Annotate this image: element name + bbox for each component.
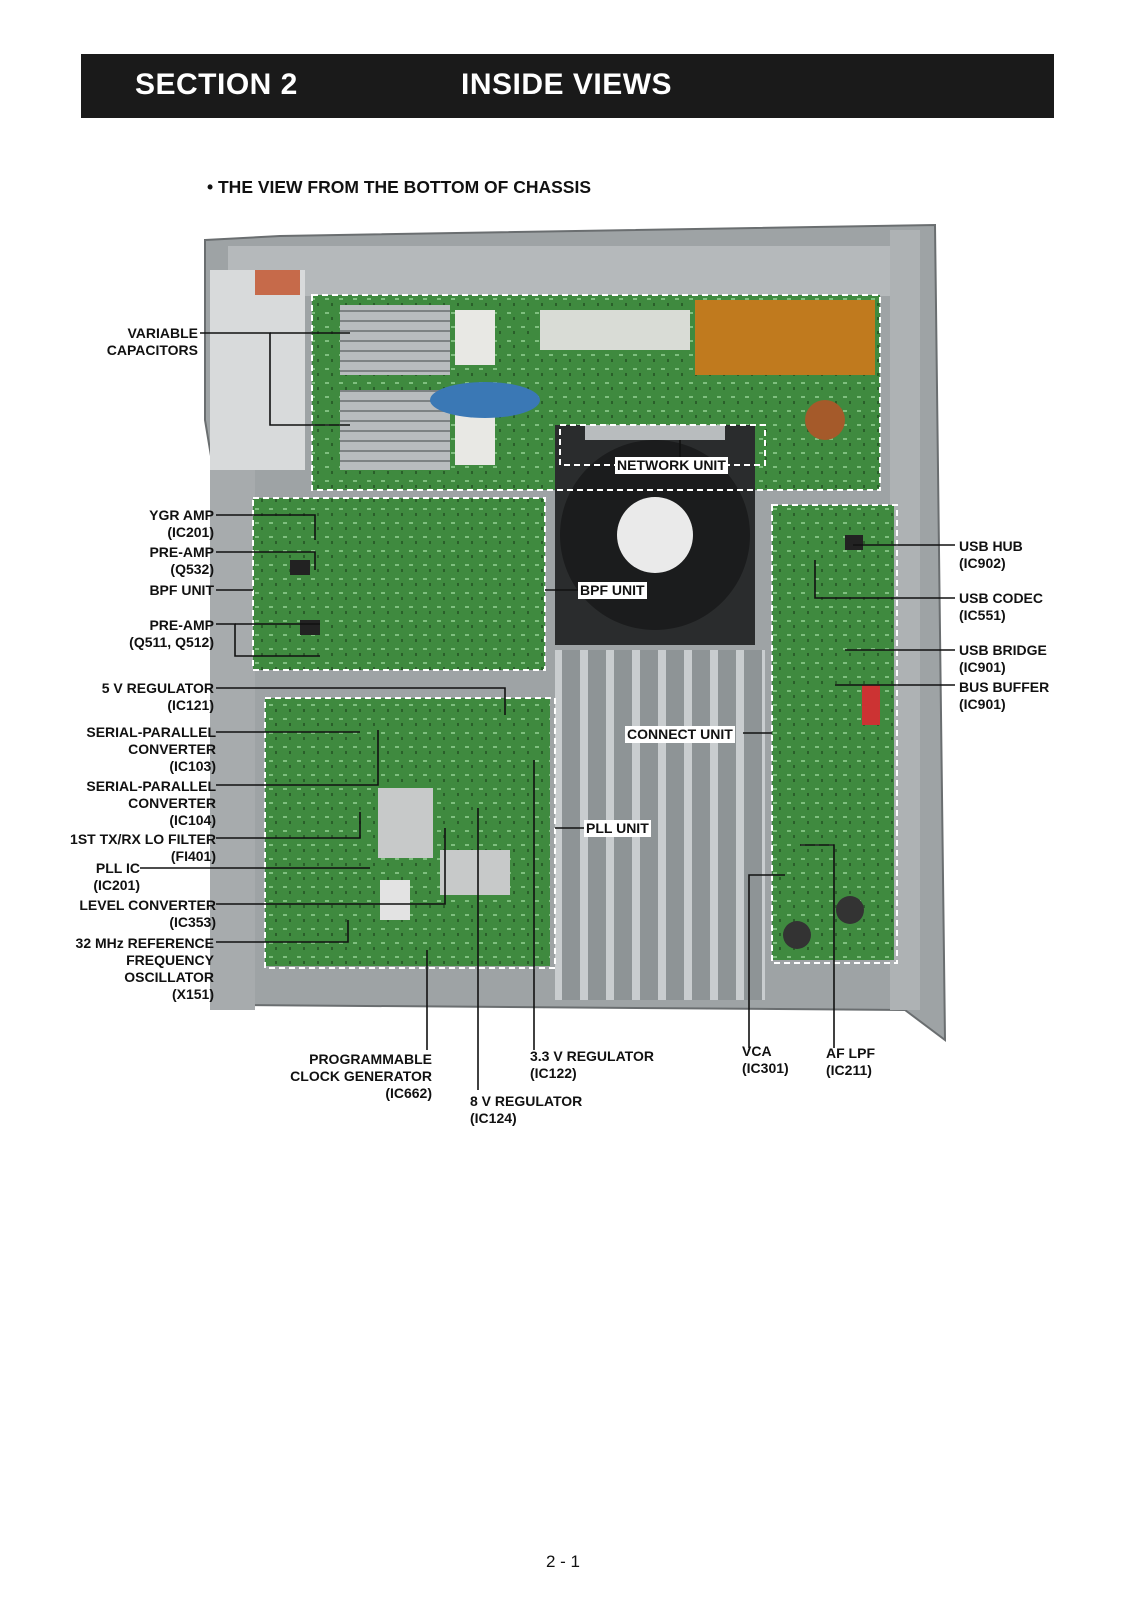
usb-codec-label: USB CODEC (IC551)	[959, 590, 1044, 623]
variable-capacitors-label: VARIABLE CAPACITORS	[106, 325, 198, 358]
sp-converter-ic104-label: SERIAL-PARALLEL CONVERTER (IC104)	[86, 778, 216, 828]
regulator-33v-label: 3.3 V REGULATOR (IC122)	[530, 1048, 654, 1081]
bpf-unit-left-label: BPF UNIT	[149, 582, 214, 598]
connect-unit-label: CONNECT UNIT	[625, 726, 735, 743]
ref-oscillator-label: 32 MHz REFERENCE FREQUENCY OSCILLATOR (X…	[75, 935, 214, 1002]
vca-label: VCA (IC301)	[742, 1043, 789, 1076]
bus-buffer-label: BUS BUFFER (IC901)	[959, 679, 1050, 712]
page-number: 2 - 1	[546, 1552, 581, 1571]
lo-filter-label: 1ST TX/RX LO FILTER (FI401)	[70, 831, 216, 864]
section-title: INSIDE VIEWS	[461, 68, 673, 101]
af-lpf-label: AF LPF (IC211)	[826, 1045, 875, 1078]
section-header-bar: SECTION 2 INSIDE VIEWS	[81, 54, 1054, 118]
ygr-amp-label: YGR AMP (IC201)	[149, 507, 214, 540]
regulator-8v-label: 8 V REGULATOR (IC124)	[470, 1093, 583, 1126]
bpf-unit-center-label: BPF UNIT	[578, 582, 647, 599]
regulator-5v-label: 5 V REGULATOR (IC121)	[101, 680, 214, 713]
pll-unit-label: PLL UNIT	[584, 820, 651, 837]
clock-generator-label: PROGRAMMABLE CLOCK GENERATOR (IC662)	[290, 1051, 432, 1101]
usb-hub-label: USB HUB (IC902)	[959, 538, 1023, 571]
usb-bridge-label: USB BRIDGE (IC901)	[959, 642, 1047, 675]
view-subheading: • THE VIEW FROM THE BOTTOM OF CHASSIS	[207, 177, 592, 197]
section-number: SECTION 2	[135, 68, 298, 101]
network-unit-label: NETWORK UNIT	[615, 457, 728, 474]
pre-amp-q511-label: PRE-AMP (Q511, Q512)	[129, 617, 214, 650]
sp-converter-ic103-label: SERIAL-PARALLEL CONVERTER (IC103)	[86, 724, 216, 774]
level-converter-label: LEVEL CONVERTER (IC353)	[79, 897, 216, 930]
pll-ic-label: PLL IC (IC201)	[93, 860, 140, 893]
pre-amp-q532-label: PRE-AMP (Q532)	[149, 544, 214, 577]
